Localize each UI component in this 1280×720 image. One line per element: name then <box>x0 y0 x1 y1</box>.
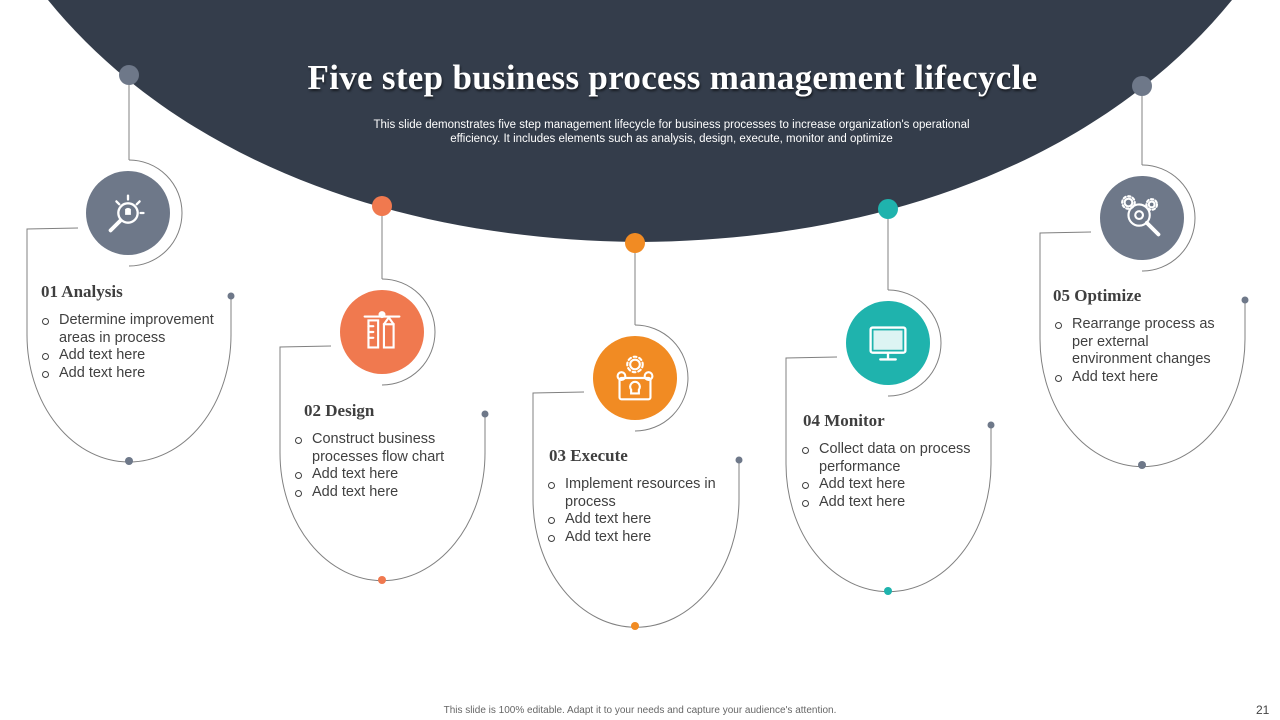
step-3-end-dot <box>735 456 743 464</box>
step-1-bottom-dot <box>125 457 133 465</box>
analysis-icon-badge <box>86 171 170 255</box>
slide-footer: This slide is 100% editable. Adapt it to… <box>443 705 837 716</box>
step-5-bottom-dot <box>1138 461 1146 469</box>
monitor-icon-badge <box>846 301 930 385</box>
optimize-icon-badge <box>1100 176 1184 260</box>
step-2-end-dot <box>481 410 489 418</box>
list-item: Add text here <box>801 494 976 512</box>
list-item: Implement resources in process <box>547 476 722 511</box>
step-1-end-dot <box>227 292 235 300</box>
step-3-top-node <box>625 233 645 253</box>
step-bullets-monitor: Collect data on process performance Add … <box>801 441 976 511</box>
step-2-top-node <box>372 196 392 216</box>
step-1-top-node <box>119 65 139 85</box>
step-5-top-node <box>1132 76 1152 96</box>
step-bullets-analysis: Determine improvement areas in process A… <box>41 312 216 382</box>
step-3-connector <box>532 243 740 628</box>
step-4-end-dot <box>987 421 995 429</box>
step-bullets-design: Construct business processes flow chart … <box>294 431 469 501</box>
slide-subtitle: This slide demonstrates five step manage… <box>373 119 970 145</box>
header-arc <box>48 0 1232 242</box>
list-item: Construct business processes flow chart <box>294 431 469 466</box>
design-tools-icon <box>363 311 401 349</box>
list-item: Add text here <box>41 365 216 383</box>
step-5-end-dot <box>1241 296 1249 304</box>
step-heading-monitor: 04 Monitor <box>803 411 885 430</box>
list-item: Determine improvement areas in process <box>41 312 216 347</box>
list-item: Add text here <box>801 476 976 494</box>
step-2-connector <box>279 206 486 582</box>
lightbulb-magnifier-icon <box>108 194 145 233</box>
execute-icon-badge <box>593 336 677 420</box>
step-heading-optimize: 05 Optimize <box>1053 286 1142 305</box>
gears-bulb-icon <box>616 355 654 401</box>
monitor-icon <box>869 326 907 361</box>
step-4-connector <box>785 209 992 593</box>
step-4-top-node <box>878 199 898 219</box>
step-heading-execute: 03 Execute <box>549 446 628 465</box>
step-4-bottom-dot <box>884 587 892 595</box>
list-item: Collect data on process performance <box>801 441 976 476</box>
step-5-connector <box>1039 86 1246 468</box>
list-item: Add text here <box>294 466 469 484</box>
list-item: Add text here <box>547 511 722 529</box>
step-bullets-execute: Implement resources in process Add text … <box>547 476 722 546</box>
list-item: Add text here <box>294 484 469 502</box>
page-number: 21 <box>1256 703 1270 717</box>
list-item: Rearrange process as per external enviro… <box>1054 316 1224 369</box>
design-icon-badge <box>340 290 424 374</box>
gears-search-icon <box>1121 195 1161 237</box>
step-2-bottom-dot <box>378 576 386 584</box>
step-bullets-optimize: Rearrange process as per external enviro… <box>1054 316 1224 386</box>
step-3-bottom-dot <box>631 622 639 630</box>
list-item: Add text here <box>1054 369 1224 387</box>
step-1-connector <box>26 75 232 463</box>
list-item: Add text here <box>547 529 722 547</box>
step-heading-design: 02 Design <box>304 401 375 420</box>
step-heading-analysis: 01 Analysis <box>41 282 123 301</box>
slide-title: Five step business process management li… <box>307 58 1038 97</box>
list-item: Add text here <box>41 347 216 365</box>
